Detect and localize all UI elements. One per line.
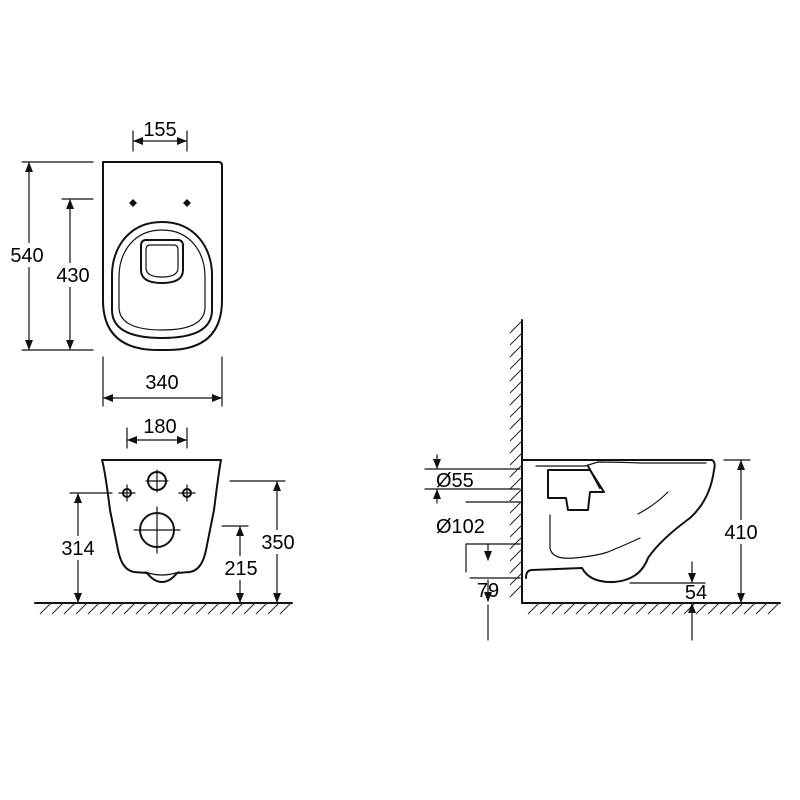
dim-front-width-180: 180 bbox=[143, 416, 176, 438]
seat-inner-ring bbox=[118, 229, 206, 331]
side-view-bowl-outline bbox=[521, 459, 716, 584]
dim-top-width-155: 155 bbox=[143, 119, 176, 141]
front-floor-hatch bbox=[39, 602, 292, 615]
seat-outer-ring bbox=[111, 221, 213, 339]
front-view-outline bbox=[101, 459, 222, 583]
bowl-opening bbox=[140, 239, 184, 284]
front-view: 180 314 350 215 bbox=[34, 416, 300, 615]
dim-total-width-340: 340 bbox=[145, 372, 178, 394]
wall-hatch bbox=[509, 320, 523, 598]
dim-front-right-350: 350 bbox=[261, 532, 294, 554]
side-view: Ø55 Ø102 79 410 54 bbox=[424, 319, 781, 641]
top-view: 155 540 430 340 bbox=[4, 119, 223, 407]
side-floor-hatch bbox=[527, 602, 780, 615]
dim-side-bottom-54: 54 bbox=[685, 582, 707, 604]
dim-side-bottom-79: 79 bbox=[477, 580, 499, 602]
mounting-hole-right bbox=[183, 199, 191, 207]
dim-total-height-540: 540 bbox=[10, 245, 43, 267]
mounting-hole-left bbox=[129, 199, 137, 207]
dim-side-height-410: 410 bbox=[724, 522, 757, 544]
trap-passage bbox=[547, 469, 605, 511]
dim-front-right-215: 215 bbox=[224, 558, 257, 580]
dim-pipe-diameter-55: Ø55 bbox=[436, 470, 474, 492]
top-view-bowl-outline bbox=[102, 161, 223, 351]
dim-inner-height-430: 430 bbox=[56, 265, 89, 287]
dim-pipe-diameter-102: Ø102 bbox=[436, 516, 485, 538]
dim-front-left-314: 314 bbox=[61, 538, 94, 560]
